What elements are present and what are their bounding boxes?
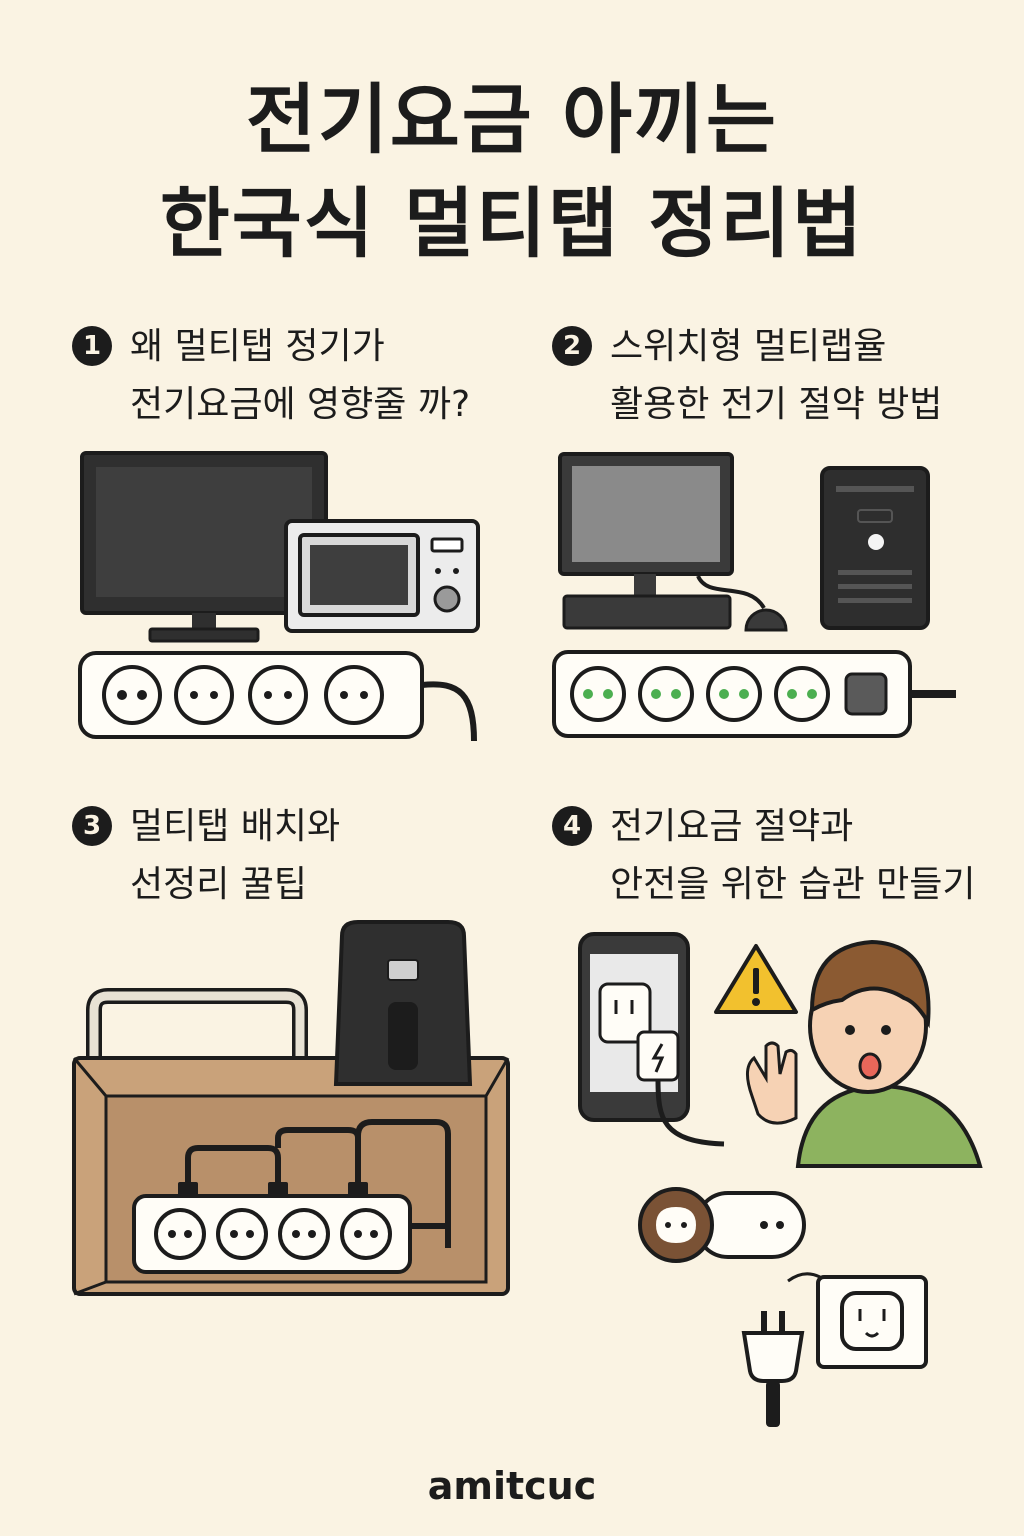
section-3-heading: 3 멀티탭 배치와 선정리 꿀팁 xyxy=(72,798,340,914)
section-1-title-line-2: 전기요금에 영향줄 까? xyxy=(130,384,471,425)
warning-icon xyxy=(714,944,798,1014)
person-icon xyxy=(746,939,983,1168)
computer-switched-power-strip-illustration xyxy=(552,452,956,738)
section-1-title-line-1: 왜 멀티탭 정기가 xyxy=(130,326,385,367)
wall-outlet-icon xyxy=(816,1275,928,1369)
air-fryer-icon xyxy=(333,920,473,1086)
section-4-title-line-2: 안전을 위한 습관 만들기 xyxy=(610,864,976,905)
section-2-number-badge: 2 xyxy=(552,326,592,366)
section-4-number-badge: 4 xyxy=(552,806,592,846)
section-3-title-line-2: 선정리 꿀팁 xyxy=(130,864,308,905)
unplug-when-unused-illustration xyxy=(638,1187,928,1427)
switched-power-strip-icon xyxy=(552,650,956,738)
section-1-number-badge: 1 xyxy=(72,326,112,366)
monitor-icon xyxy=(558,452,788,632)
page-title-line-2: 한국식 멀티탭 정리법 xyxy=(159,179,865,268)
section-4-title-line-1: 전기요금 절약과 xyxy=(610,806,854,847)
cable-organizer-box-illustration xyxy=(72,920,510,1296)
plug-icon xyxy=(741,1311,805,1427)
outlet-adapter-icon xyxy=(638,1187,806,1263)
smart-plug-safety-illustration xyxy=(578,932,983,1168)
appliances-on-power-strip-illustration xyxy=(78,451,480,742)
unplug-motion-line xyxy=(787,1272,821,1283)
power-strip-icon xyxy=(78,651,477,742)
section-1-heading: 1 왜 멀티탭 정기가 전기요금에 영향줄 까? xyxy=(72,318,470,434)
section-3-number-badge: 3 xyxy=(72,806,112,846)
tv-icon xyxy=(80,451,328,643)
section-3-title-line-1: 멀티탭 배치와 xyxy=(130,806,341,847)
page-title-line-1: 전기요금 아끼는 xyxy=(246,75,778,164)
box-handle-icon xyxy=(86,988,308,1058)
smartphone-icon xyxy=(578,932,725,1147)
section-4-heading: 4 전기요금 절약과 안전을 위한 습관 만들기 xyxy=(552,798,976,914)
pc-tower-icon xyxy=(820,466,930,630)
microwave-icon xyxy=(284,519,480,633)
power-strip-icon xyxy=(132,1194,412,1274)
brand-footer: amitcuc xyxy=(427,1464,597,1508)
section-2-heading: 2 스위치형 멀티랩율 활용한 전기 절약 방법 xyxy=(552,318,942,434)
section-2-title-line-1: 스위치형 멀티랩율 xyxy=(610,326,887,367)
section-2-title-line-2: 활용한 전기 절약 방법 xyxy=(610,384,943,425)
